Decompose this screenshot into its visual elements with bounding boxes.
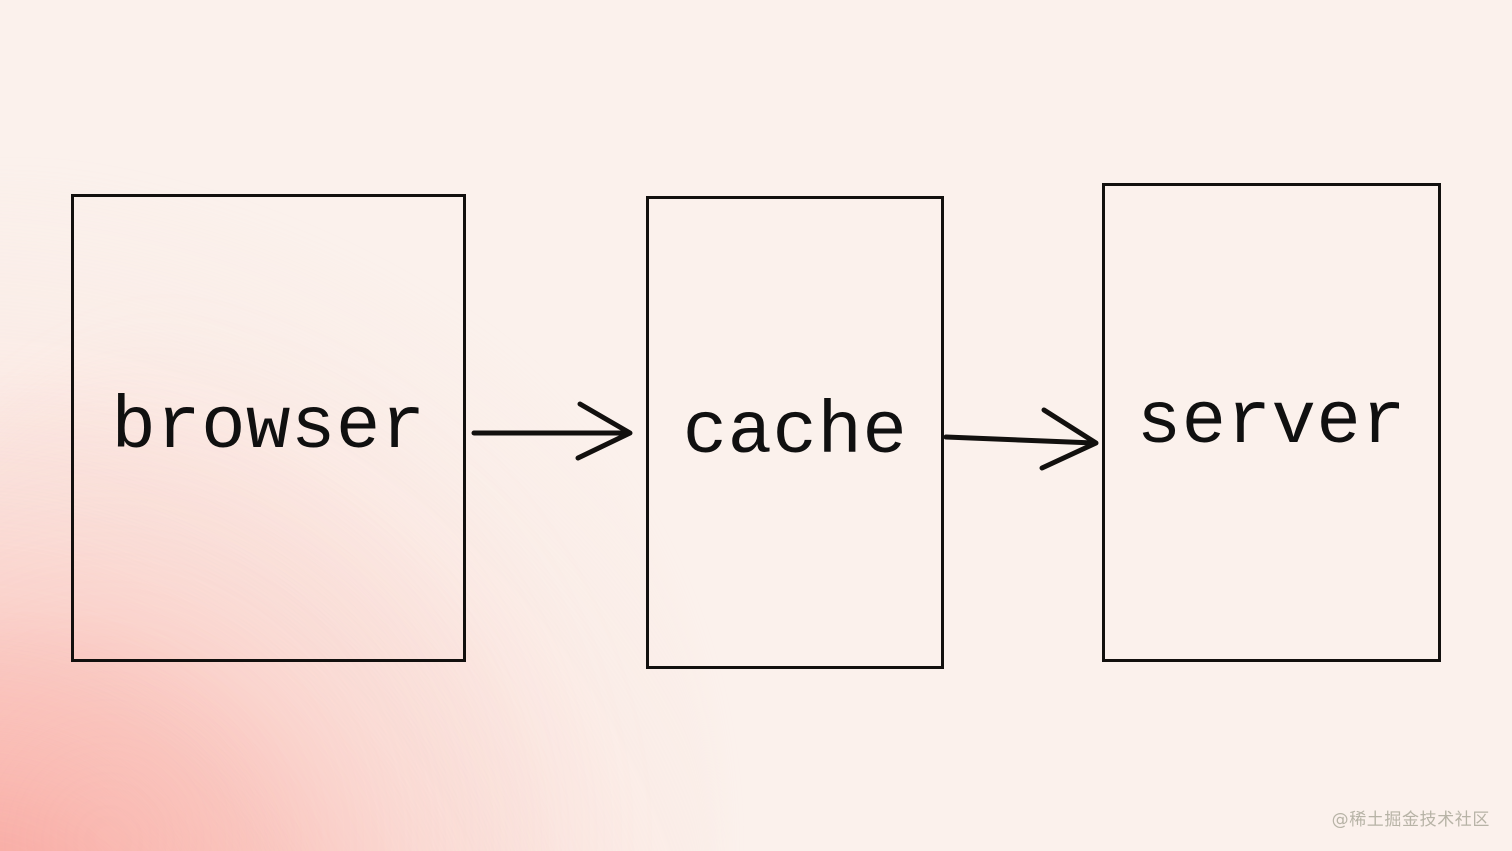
node-cache[interactable]: cache: [646, 196, 944, 669]
node-browser-label: browser: [111, 386, 426, 470]
node-cache-label: cache: [682, 390, 908, 475]
node-server-label: server: [1136, 380, 1407, 465]
edge-cache-server-arrow: [943, 407, 1099, 471]
node-browser[interactable]: browser: [71, 194, 466, 662]
edge-browser-cache-arrowhead: [575, 401, 633, 461]
watermark: @稀土掘金技术社区: [1331, 810, 1490, 830]
node-server[interactable]: server: [1102, 183, 1441, 662]
edge-cache-server-shaft: [943, 434, 1097, 446]
edge-cache-server-arrowhead: [1039, 407, 1099, 471]
edge-browser-cache-arrow: [471, 401, 633, 461]
